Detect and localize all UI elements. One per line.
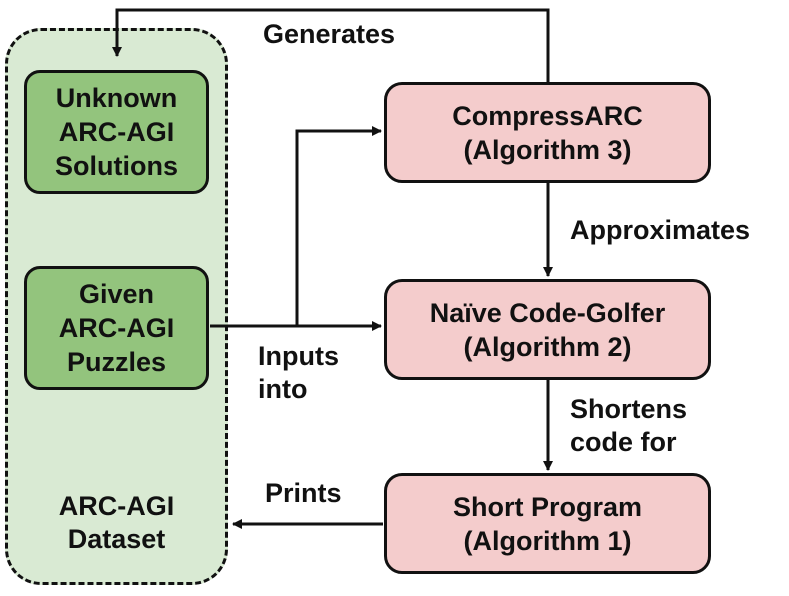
code-golfer-node: Naïve Code-Golfer (Algorithm 2) <box>384 279 711 380</box>
unknown-solutions-line-3: Solutions <box>55 151 178 181</box>
short-program-ref: (Algorithm 1) <box>463 525 632 556</box>
unknown-solutions-node: Unknown ARC-AGI Solutions <box>24 70 209 194</box>
given-puzzles-line-2: ARC-AGI <box>58 313 175 343</box>
given-puzzles-line-3: Puzzles <box>66 347 167 377</box>
prints-label: Prints <box>265 478 342 508</box>
compressarc-node: CompressARC (Algorithm 3) <box>384 82 711 183</box>
inputs-into-arrow-compressarc <box>295 126 382 326</box>
given-puzzles-node: Given ARC-AGI Puzzles <box>24 266 209 390</box>
inputs-into-line-1: Inputs <box>258 341 339 371</box>
shortens-line-1: Shortens <box>570 394 688 424</box>
unknown-solutions-line-2: ARC-AGI <box>58 117 175 147</box>
short-program-name: Short Program <box>452 491 643 522</box>
compressarc-name: CompressARC <box>452 100 643 131</box>
shortens-label: Shortens code for <box>570 393 687 459</box>
given-puzzles-line-1: Given <box>78 279 155 309</box>
compressarc-ref: (Algorithm 3) <box>463 134 632 165</box>
short-program-node: Short Program (Algorithm 1) <box>384 473 711 574</box>
dataset-label-line-1: ARC-AGI <box>58 491 175 521</box>
shortens-line-2: code for <box>570 427 677 457</box>
generates-label: Generates <box>263 19 396 49</box>
approximates-label: Approximates <box>570 215 751 245</box>
dataset-label-line-2: Dataset <box>67 524 166 554</box>
unknown-solutions-line-1: Unknown <box>55 83 178 113</box>
dataset-label: ARC-AGI Dataset <box>24 490 209 556</box>
inputs-into-line-2: into <box>258 374 308 404</box>
generates-arrow <box>112 8 550 82</box>
code-golfer-ref: (Algorithm 2) <box>463 331 632 362</box>
code-golfer-name: Naïve Code-Golfer <box>429 297 666 328</box>
inputs-into-label: Inputs into <box>258 340 339 406</box>
